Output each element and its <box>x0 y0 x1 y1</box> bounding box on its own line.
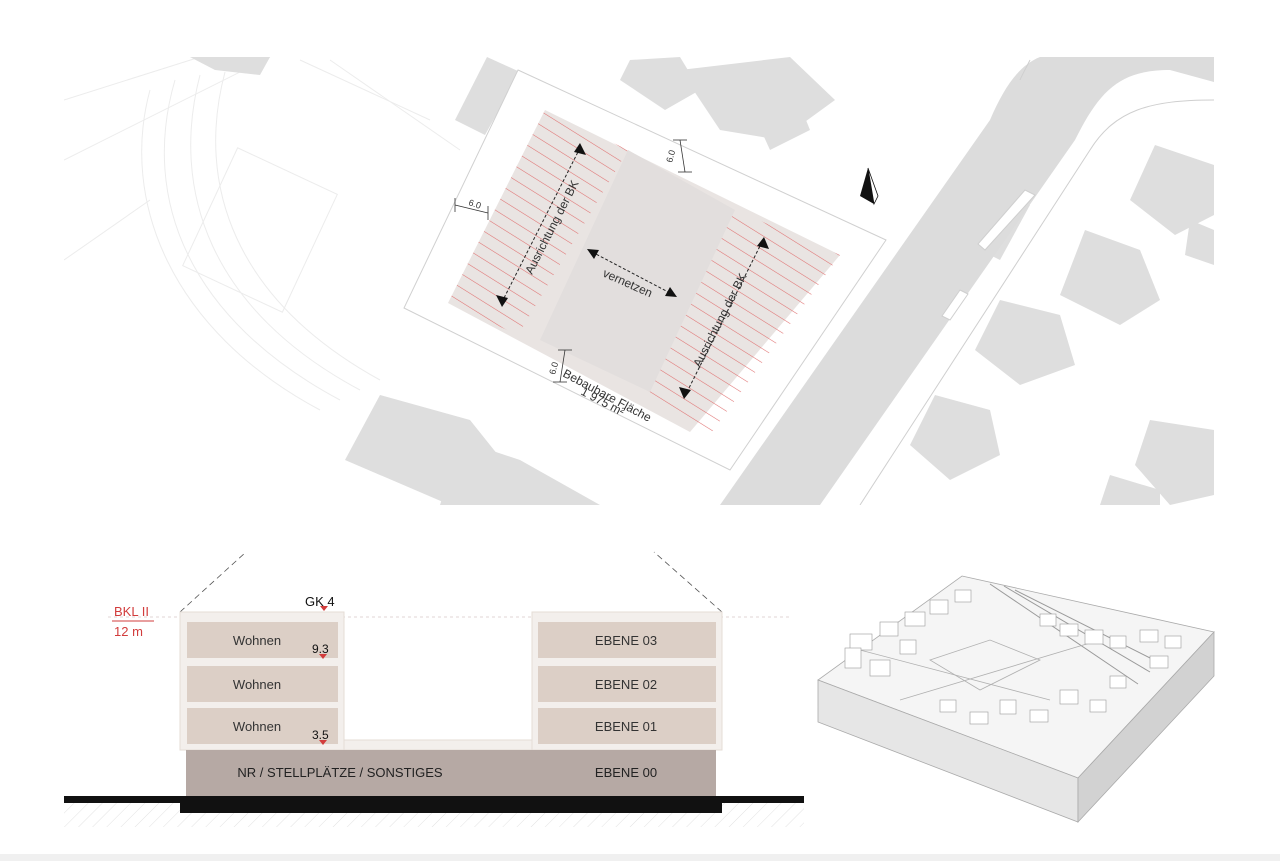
model-plot <box>859 639 1101 701</box>
dim-top-label: 6.0 <box>664 149 677 164</box>
hatch-zone-west <box>448 110 628 335</box>
base-level-name: EBENE 00 <box>595 765 657 780</box>
footer-strip <box>0 854 1280 861</box>
base-level-label: NR / STELLPLÄTZE / SONSTIGES <box>237 765 442 780</box>
context-linework <box>64 57 461 411</box>
ground-line <box>64 796 804 803</box>
model-buildings <box>844 589 1182 725</box>
buildable-area <box>448 110 840 432</box>
gk-label: GK 4 <box>305 594 335 609</box>
orientation-arrows <box>501 147 763 395</box>
model-side-right <box>1077 630 1215 824</box>
north-arrow-icon <box>860 167 879 206</box>
left-floor-2-label: Wohnen <box>233 677 281 692</box>
height-upper-label: 9.3 <box>312 642 329 656</box>
left-floor-2 <box>187 666 338 702</box>
neighbor-buildings <box>190 57 1214 505</box>
bkl-height-label: 12 m <box>114 624 143 639</box>
envelope-left <box>179 551 247 613</box>
left-floor-3 <box>187 622 338 658</box>
model-top <box>817 575 1215 779</box>
left-floor-1-label: Wohnen <box>233 719 281 734</box>
right-floor-1-label: EBENE 01 <box>595 719 657 734</box>
right-floor-2-label: EBENE 02 <box>595 677 657 692</box>
site-plan: 6.0 6.0 6.0 Ausrichtung der BK Ausrichtu… <box>64 57 1214 505</box>
left-floor-3-label: Wohnen <box>233 633 281 648</box>
envelope-right <box>653 551 723 613</box>
foundation-slab <box>180 803 722 813</box>
central-volume <box>540 150 735 392</box>
right-floor-1 <box>538 708 716 744</box>
arrow-heads <box>496 143 769 399</box>
right-floor-3 <box>538 622 716 658</box>
height-lower-label: 3.5 <box>312 728 329 742</box>
height-lower-marker-icon <box>319 740 327 745</box>
dim-bottom-label: 6.0 <box>547 361 560 376</box>
dimension-markers <box>454 139 692 383</box>
right-floor-2 <box>538 666 716 702</box>
base-level <box>186 750 716 796</box>
height-upper-marker-icon <box>319 654 327 659</box>
building-section: Wohnen Wohnen Wohnen EBENE 03 EBENE 02 E… <box>64 520 804 827</box>
courtyard-shell <box>343 739 533 751</box>
bkl-class-label: BKL II <box>114 604 149 619</box>
dim-left-label: 6.0 <box>467 197 482 210</box>
left-floor-1 <box>187 708 338 744</box>
gk-marker-icon <box>320 606 328 611</box>
hatch-zone-east <box>636 210 840 432</box>
axonometric-context-model <box>817 575 1215 824</box>
road <box>720 57 1214 505</box>
right-floor-3-label: EBENE 03 <box>595 633 657 648</box>
